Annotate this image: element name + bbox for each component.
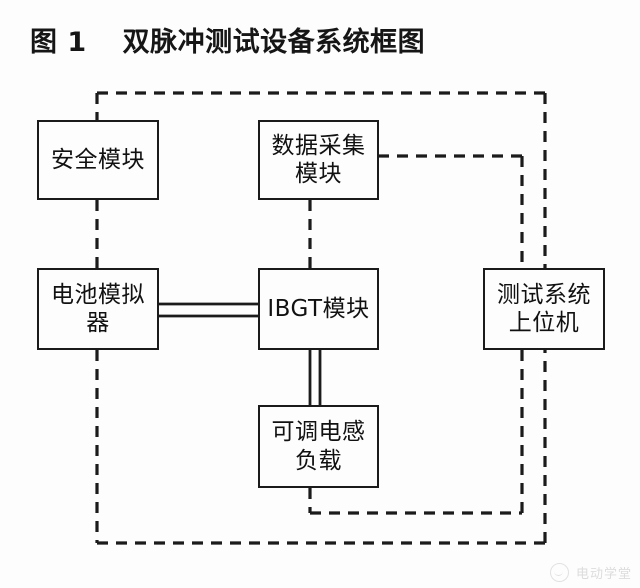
node-igbt-module[interactable]: IBGT模块 (258, 268, 379, 350)
node-data-acquisition-module-label: 数据采集 模块 (271, 132, 366, 187)
figure-title: 图 1 双脉冲测试设备系统框图 (30, 20, 425, 59)
node-safety-module-label: 安全模块 (51, 146, 145, 173)
node-battery-simulator-label: 电池模拟 器 (51, 281, 145, 336)
node-data-acquisition-module[interactable]: 数据采集 模块 (258, 120, 379, 200)
node-igbt-module-label: IBGT模块 (267, 295, 370, 322)
watermark-logo-icon (549, 563, 569, 582)
watermark-text: 电动学堂 (575, 567, 632, 582)
figure-number: 图 1 (30, 27, 87, 58)
node-adjustable-inductive-load[interactable]: 可调电感 负载 (258, 405, 379, 488)
figure-caption: 双脉冲测试设备系统框图 (122, 27, 426, 58)
node-test-host-computer-label: 测试系统 上位机 (497, 281, 591, 336)
node-safety-module[interactable]: 安全模块 (37, 120, 159, 200)
node-test-host-computer[interactable]: 测试系统 上位机 (483, 268, 605, 350)
watermark: 电动学堂 (549, 563, 632, 582)
node-battery-simulator[interactable]: 电池模拟 器 (37, 268, 159, 350)
node-adjustable-inductive-load-label: 可调电感 负载 (271, 419, 366, 474)
